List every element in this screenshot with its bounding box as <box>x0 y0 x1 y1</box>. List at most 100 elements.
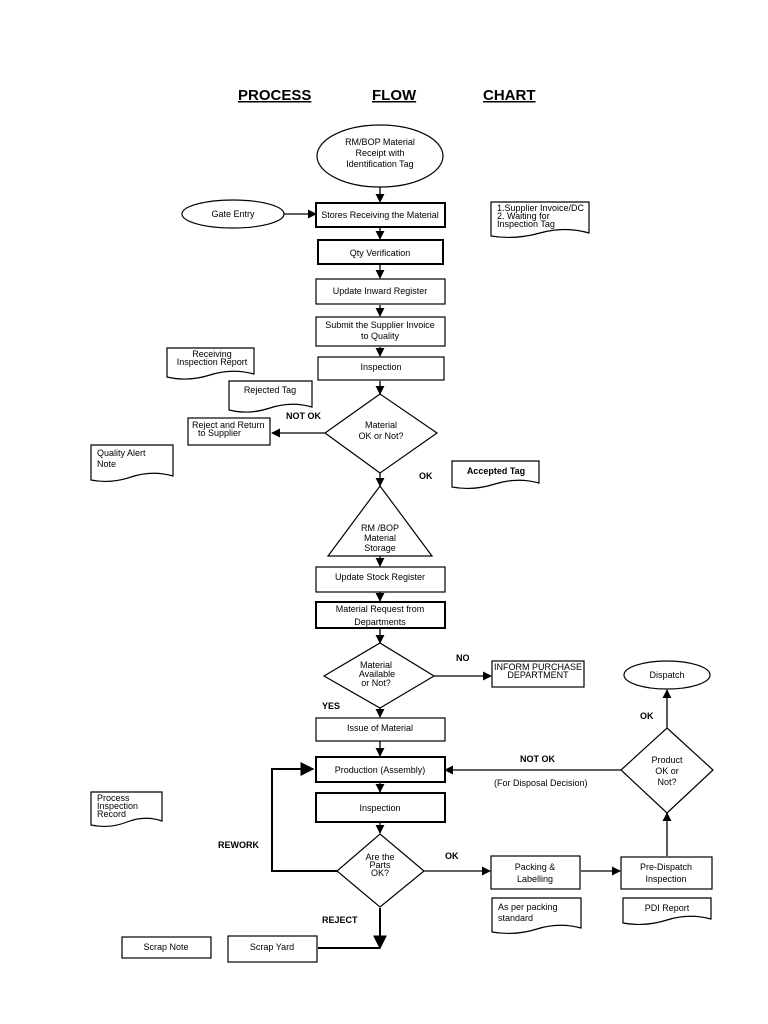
node-submit-invoice: Submit the Supplier Invoice to Quality <box>315 316 446 347</box>
node-accepted-tag: Accepted Tag <box>451 460 540 490</box>
label-ok-product: OK <box>640 711 654 721</box>
node-reject-return-supplier: Reject and Return to Supplier <box>187 417 271 446</box>
svg-text:Dispatch: Dispatch <box>649 670 684 680</box>
svg-text:OK or Not?: OK or Not? <box>358 431 403 441</box>
node-material-storage: RM /BOP Material Storage <box>326 484 434 557</box>
svg-text:Inspection: Inspection <box>360 362 401 372</box>
node-gate-entry: Gate Entry <box>181 199 285 229</box>
svg-text:2. Waiting for: 2. Waiting for <box>497 211 550 221</box>
svg-text:OK or: OK or <box>655 766 679 776</box>
node-qty-verification: Qty Verification <box>317 239 444 265</box>
svg-text:Update Stock Register: Update Stock Register <box>335 572 425 582</box>
node-update-inward-register: Update Inward Register <box>315 278 446 305</box>
label-yes: YES <box>322 701 340 711</box>
node-material-ok-decision: Material OK or Not? <box>323 393 439 474</box>
svg-text:Reject and Return: Reject and Return <box>192 420 265 430</box>
title-word-process: PROCESS <box>238 87 311 104</box>
svg-text:to Supplier: to Supplier <box>198 428 241 438</box>
svg-text:Note: Note <box>97 459 116 469</box>
svg-text:PDI Report: PDI Report <box>645 903 690 913</box>
svg-text:OK?: OK? <box>371 868 389 878</box>
svg-text:to Quality: to Quality <box>361 331 400 341</box>
svg-text:Accepted Tag: Accepted Tag <box>467 466 525 476</box>
svg-text:Inspection: Inspection <box>359 803 400 813</box>
svg-text:Packing &: Packing & <box>515 862 556 872</box>
label-disposal-decision: (For Disposal Decision) <box>494 778 588 788</box>
svg-text:Production (Assembly): Production (Assembly) <box>335 765 426 775</box>
node-stores-receiving: Stores Receiving the Material <box>315 202 446 228</box>
title-word-flow: FLOW <box>372 87 417 104</box>
label-no: NO <box>456 653 470 663</box>
svg-text:Stores Receiving the Material: Stores Receiving the Material <box>321 210 439 220</box>
node-process-inspection-record: Process Inspection Record <box>90 791 163 828</box>
svg-text:Material Request from: Material Request from <box>336 604 425 614</box>
node-material-available-decision: Material Available or Not? <box>322 642 436 709</box>
svg-text:Not?: Not? <box>657 777 676 787</box>
svg-text:Identification Tag: Identification Tag <box>346 159 413 169</box>
svg-text:Receiving: Receiving <box>192 349 232 359</box>
node-quality-alert-note: Quality Alert Note <box>90 444 174 483</box>
node-scrap-yard: Scrap Yard <box>227 935 318 963</box>
label-ok-material: OK <box>419 471 433 481</box>
svg-text:standard: standard <box>498 913 533 923</box>
label-ok-parts: OK <box>445 851 459 861</box>
svg-text:1.Supplier Invoice/DC: 1.Supplier Invoice/DC <box>497 203 585 213</box>
svg-text:Update Inward Register: Update Inward Register <box>333 286 428 296</box>
node-rejected-tag: Rejected Tag <box>228 380 313 413</box>
node-packing-standard: As per packing standard <box>491 897 582 935</box>
chart-title: PROCESS FLOW CHART <box>238 87 536 104</box>
svg-text:Submit the Supplier Invoice: Submit the Supplier Invoice <box>325 320 435 330</box>
node-packing-labelling: Packing & Labelling <box>490 855 581 890</box>
svg-text:or Not?: or Not? <box>361 678 391 688</box>
svg-text:Qty Verification: Qty Verification <box>350 248 411 258</box>
svg-text:Inspection Tag: Inspection Tag <box>497 219 555 229</box>
node-receiving-inspection-report: Receiving Inspection Report <box>166 347 255 380</box>
svg-text:Inspection: Inspection <box>645 874 686 884</box>
svg-text:Inspection: Inspection <box>97 801 138 811</box>
svg-text:RM/BOP Material: RM/BOP Material <box>345 137 415 147</box>
node-supplier-invoice-doc: 1.Supplier Invoice/DC 2. Waiting for Ins… <box>490 201 590 239</box>
svg-text:Material: Material <box>364 533 396 543</box>
node-product-ok-decision: Product OK or Not? <box>620 727 714 814</box>
svg-text:Process: Process <box>97 793 130 803</box>
svg-text:Receipt with: Receipt with <box>355 148 404 158</box>
svg-text:Are the: Are the <box>365 852 394 862</box>
svg-text:Available: Available <box>359 669 395 679</box>
svg-text:Parts: Parts <box>369 860 391 870</box>
svg-text:Material: Material <box>360 660 392 670</box>
node-production-assembly: Production (Assembly) <box>315 756 446 783</box>
node-inspection-process: Inspection <box>315 792 446 823</box>
node-pdi-report: PDI Report <box>622 897 712 926</box>
svg-text:Inspection Report: Inspection Report <box>177 357 248 367</box>
svg-text:Scrap Yard: Scrap Yard <box>250 942 294 952</box>
node-parts-ok-decision: Are the Parts OK? <box>336 833 425 908</box>
label-reject: REJECT <box>322 915 358 925</box>
svg-text:Storage: Storage <box>364 543 396 553</box>
node-inspection-incoming: Inspection <box>317 356 445 381</box>
node-inform-purchase: INFORM PURCHASE DEPARTMENT <box>491 660 585 688</box>
label-not-ok-product: NOT OK <box>520 754 555 764</box>
label-not-ok-material: NOT OK <box>286 411 321 421</box>
svg-text:Rejected Tag: Rejected Tag <box>244 385 296 395</box>
svg-text:Quality Alert: Quality Alert <box>97 448 146 458</box>
node-material-receipt: RM/BOP Material Receipt with Identificat… <box>316 124 444 188</box>
svg-text:DEPARTMENT: DEPARTMENT <box>507 670 569 680</box>
node-scrap-note: Scrap Note <box>121 936 212 959</box>
svg-text:Departments: Departments <box>354 617 406 627</box>
node-issue-material: Issue of Material <box>315 717 446 742</box>
connectors <box>271 186 672 950</box>
title-word-chart: CHART <box>483 87 536 104</box>
svg-text:Labelling: Labelling <box>517 874 553 884</box>
node-dispatch: Dispatch <box>623 660 711 690</box>
svg-text:Scrap Note: Scrap Note <box>143 942 188 952</box>
svg-text:Issue of Material: Issue of Material <box>347 723 413 733</box>
svg-text:INFORM PURCHASE: INFORM PURCHASE <box>494 662 582 672</box>
node-material-request: Material Request from Departments <box>315 601 446 629</box>
svg-text:As per packing: As per packing <box>498 902 558 912</box>
svg-text:Gate Entry: Gate Entry <box>211 209 255 219</box>
svg-text:Material: Material <box>365 420 397 430</box>
label-rework: REWORK <box>218 840 259 850</box>
svg-text:Pre-Dispatch: Pre-Dispatch <box>640 862 692 872</box>
arrow-rework-loop <box>271 762 337 872</box>
